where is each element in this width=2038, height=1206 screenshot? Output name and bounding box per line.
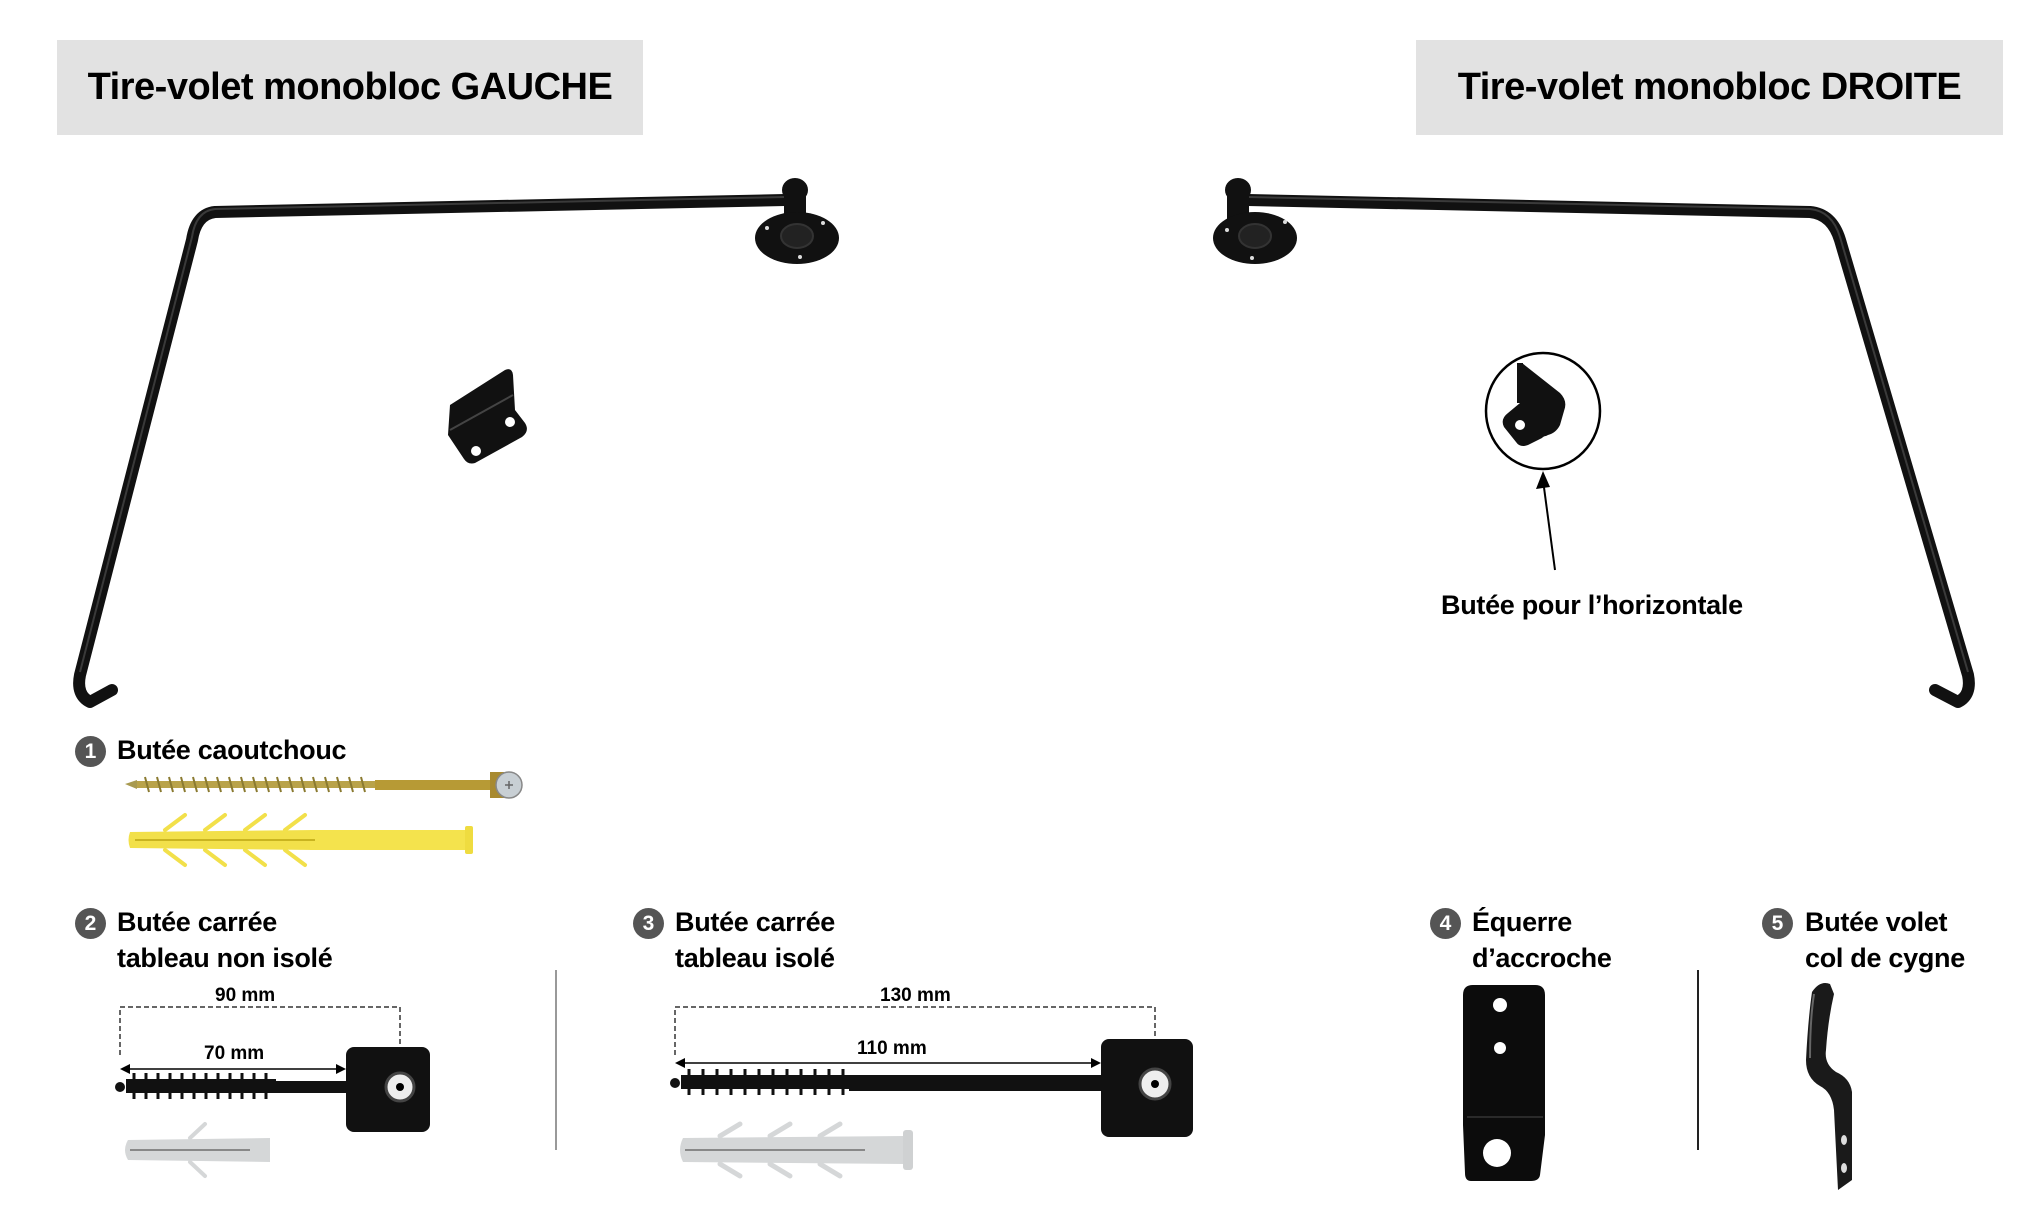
item-1-title-line1: Butée caoutchouc [117, 735, 347, 765]
item-3-title: Butée carrée tableau isolé [675, 904, 835, 976]
item-1-screw-icon [125, 771, 523, 799]
header-right: Tire-volet monobloc DROITE [1416, 40, 2003, 135]
left-horizontal-stop-bracket-icon [448, 369, 527, 464]
item-5-title-line1: Butée volet [1805, 907, 1948, 937]
right-tire-volet-rod-icon [1213, 178, 1975, 708]
item-3-badge: 3 [633, 908, 664, 939]
item-3-square-stop-screw-icon [670, 1006, 1193, 1137]
item-5-title: Butée volet col de cygne [1805, 904, 1965, 976]
item-4-title-line1: Équerre [1472, 907, 1572, 937]
item-4-mounting-bracket-icon [1463, 985, 1545, 1181]
item-1-badge: 1 [75, 736, 106, 767]
item-3-total-length: 130 mm [880, 985, 951, 1006]
header-left: Tire-volet monobloc GAUCHE [57, 40, 643, 135]
item-2-total-length: 90 mm [215, 985, 276, 1006]
callout-bracket-circle-icon [1484, 351, 1602, 571]
item-2-title-line2: tableau non isolé [117, 943, 333, 973]
item-5-title-line2: col de cygne [1805, 943, 1965, 973]
item-3-thread-length: 110 mm [857, 1038, 927, 1059]
callout-label: Butée pour l’horizontale [1441, 590, 1743, 620]
item-2-badge: 2 [75, 908, 106, 939]
item-5-gooseneck-stop-icon [1806, 983, 1852, 1190]
item-4-title: Équerre d’accroche [1472, 904, 1612, 976]
item-2-gray-dowel-icon [125, 1122, 270, 1178]
divider-4-5 [1697, 970, 1699, 1150]
header-left-title: Tire-volet monobloc GAUCHE [87, 66, 613, 108]
item-2-thread-length: 70 mm [204, 1043, 265, 1064]
divider-2-3 [555, 970, 557, 1150]
item-2-title-line1: Butée carrée [117, 907, 277, 937]
item-1-yellow-dowel-icon [128, 813, 473, 867]
item-5-badge: 5 [1762, 908, 1793, 939]
item-4-badge: 4 [1430, 908, 1461, 939]
item-1-title: Butée caoutchouc [117, 732, 347, 768]
item-2-square-stop-screw-icon [115, 1006, 430, 1132]
item-3-title-line1: Butée carrée [675, 907, 835, 937]
item-4-title-line2: d’accroche [1472, 943, 1612, 973]
item-3-title-line2: tableau isolé [675, 943, 835, 973]
item-3-gray-dowel-icon [680, 1121, 913, 1179]
header-right-title: Tire-volet monobloc DROITE [1457, 66, 1962, 108]
item-2-title: Butée carrée tableau non isolé [117, 904, 333, 976]
left-tire-volet-rod-icon [73, 178, 839, 708]
